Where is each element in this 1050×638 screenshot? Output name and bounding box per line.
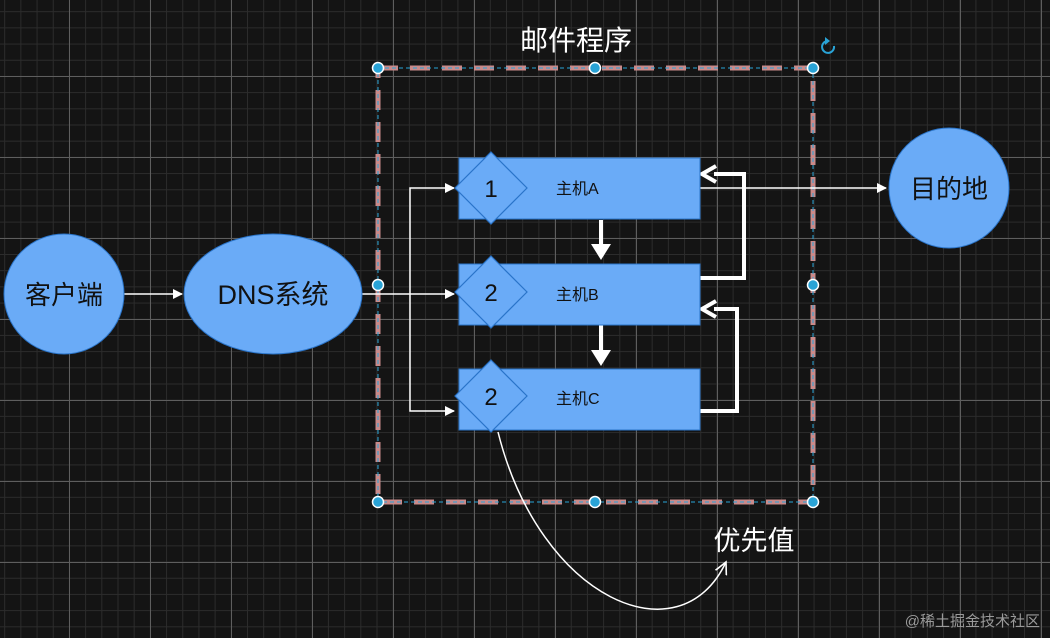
host-b-node[interactable]: 2 主机B <box>454 255 701 329</box>
host-a-node[interactable]: 1 主机A <box>454 151 701 225</box>
resize-handle-bottom-right[interactable] <box>806 495 820 509</box>
resize-handle-right[interactable] <box>806 278 820 292</box>
client-circle <box>3 233 125 355</box>
host-c-priority: 2 <box>484 384 497 411</box>
host-a-priority: 1 <box>484 176 497 203</box>
edge-dns-hostA <box>409 183 455 294</box>
group-title: 邮件程序 <box>520 25 632 56</box>
connectors <box>124 164 887 610</box>
dns-label: DNS系统 <box>217 280 328 310</box>
host-c-priority-diamond <box>454 359 528 433</box>
priority-annotation[interactable]: 优先值 <box>714 526 795 556</box>
destination-label: 目的地 <box>910 174 988 204</box>
destination-node[interactable]: 目的地 <box>888 127 1010 249</box>
edge-hostB-hostA-loop-head <box>697 164 717 184</box>
watermark: @稀土掘金技术社区 <box>905 613 1040 630</box>
resize-handle-top-left[interactable] <box>371 61 385 75</box>
dns-node[interactable]: DNS系统 <box>183 233 363 355</box>
edge-hostB-hostC-head <box>591 350 611 366</box>
host-a-label: 主机A <box>556 180 599 198</box>
edge-hostC-hostB-loop-head <box>697 299 717 319</box>
rotate-handle-icon[interactable] <box>821 37 836 54</box>
selection-handles[interactable] <box>371 61 820 509</box>
host-c-label: 主机C <box>556 390 600 408</box>
host-b-label: 主机B <box>556 286 599 304</box>
dns-ellipse <box>183 233 363 355</box>
host-a-priority-diamond <box>454 151 528 225</box>
host-b-priority-diamond <box>454 255 528 329</box>
resize-handle-top-right[interactable] <box>806 61 820 75</box>
edge-hostB-hostA-loop <box>700 172 746 280</box>
resize-handle-bottom[interactable] <box>588 495 602 509</box>
client-node[interactable]: 客户端 <box>3 233 125 355</box>
resize-handle-top[interactable] <box>588 61 602 75</box>
host-c-node[interactable]: 2 主机C <box>454 359 701 433</box>
edge-dns-hostC <box>409 294 455 416</box>
client-label: 客户端 <box>25 280 103 310</box>
edge-hostA-hostB-head <box>591 244 611 260</box>
host-b-priority: 2 <box>484 280 497 307</box>
resize-handle-left[interactable] <box>371 278 385 292</box>
annotation-curve <box>497 431 726 610</box>
edge-hostC-hostB-loop <box>700 307 739 413</box>
resize-handle-bottom-left[interactable] <box>371 495 385 509</box>
destination-circle <box>888 127 1010 249</box>
